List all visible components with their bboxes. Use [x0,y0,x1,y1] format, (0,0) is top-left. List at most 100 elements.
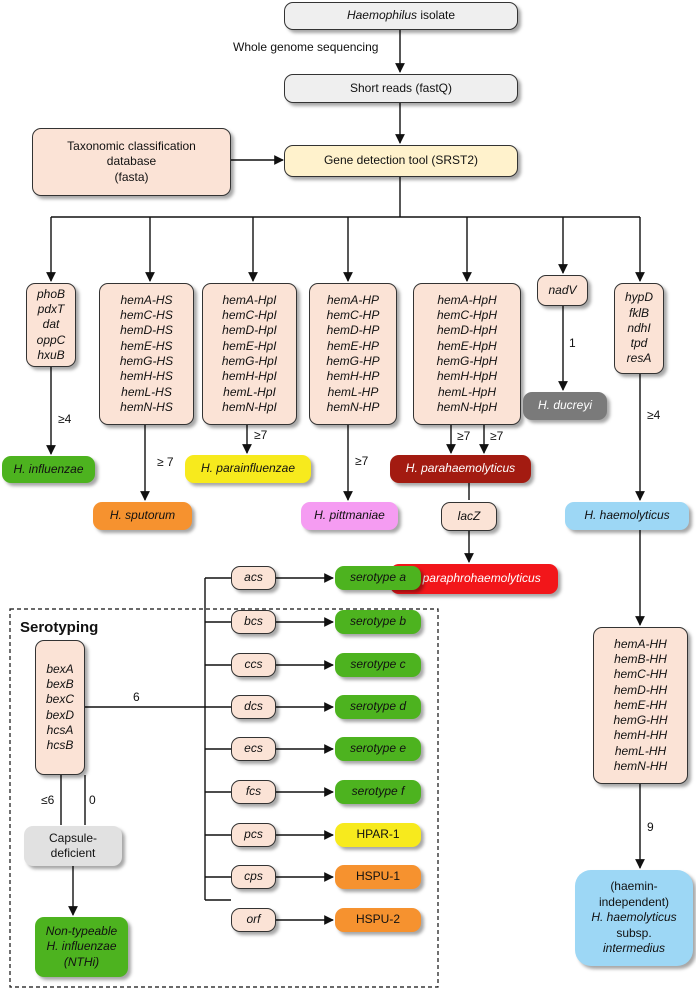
serotype-gene-ecs: ecs [231,737,276,761]
gene-box-pittmaniae: hemA-HP hemC-HP hemD-HP hemE-HP hemG-HP … [309,283,397,425]
serotype-gene-fcs: fcs [231,780,276,804]
capsule-line-1: Capsule- [48,830,98,845]
species-parahaemolyticus: H. parahaemolyticus [390,455,531,483]
gene-box-haemolyticus: hypD fklB ndhI tpd resA [614,283,664,374]
species-haemolyticus: H. haemolyticus [565,502,689,530]
gene-name: hemD-HP [326,323,380,338]
gene-name: hemA-HpI [222,292,277,307]
serotype-gene-dcs: dcs [231,695,276,719]
gene-name: hemN-HP [326,399,380,414]
gene-name: hemC-HS [120,308,173,323]
gene-name: hemL-HS [121,384,172,399]
gene-name: dat [42,317,60,332]
isolate-genus: Haemophilus [346,8,417,23]
serotype-result-hpar-1: HPAR-1 [335,823,421,847]
serotyping-title: Serotyping [20,619,99,636]
isolate-label: isolate [417,8,456,23]
species-sputorum: H. sputorum [93,502,192,530]
serotype-result-e: serotype e [335,737,421,761]
capsule-line-2: deficient [50,846,96,860]
edge-label-parainfluenzae: ≥7 [254,428,268,442]
gene-name: ndhI [627,320,651,335]
serotype-result-b: serotype b [335,610,421,634]
gene-name: oppC [36,332,66,347]
serotype-gene-cps: cps [231,865,276,889]
gene-name: hemN-HS [120,399,173,414]
gene-box-parainfluenzae: hemA-HpI hemC-HpI hemD-HpI hemE-HpI hemG… [202,283,297,425]
gene-name: hemL-HpH [437,384,497,399]
serotype-gene-orf: orf [231,908,276,932]
species-intermedius: (haemin- independent) H. haemolyticus su… [575,870,693,966]
intermedius-line-5: intermedius [602,941,666,956]
edge-label-capsule-a: ≤6 [41,793,55,807]
gene-name: hcsB [46,738,74,753]
gene-name: hemB-HH [614,651,667,666]
intermedius-line-3: H. haemolyticus [591,910,677,925]
nthi-line-2: H. influenzae [46,939,117,954]
gene-name: hemE-HH [614,697,667,712]
edge-label-pittmaniae: ≥7 [355,454,369,468]
gene-detection-tool-box: Gene detection tool (SRST2) [284,145,518,177]
serotype-result-d: serotype d [335,695,421,719]
isolate-box: Haemophilus isolate [284,2,518,30]
gene-name: lacZ [457,508,481,523]
edge-label-parahaemolyticus-b: ≥7 [490,429,504,443]
gene-name: hemD-HS [120,323,173,338]
nthi-line-3: (NTHi) [63,954,100,969]
capsule-deficient-box: Capsule- deficient [24,826,122,866]
serotype-gene-ccs: ccs [231,653,276,677]
gene-box-influenzae: phoB pdxT dat oppC hxuB [26,283,76,367]
edge-label-intermedius: 9 [647,820,654,834]
serotype-result-a: serotype a [335,566,421,590]
gene-name: hemE-HS [120,338,173,353]
taxonomic-database-box: Taxonomic classification database (fasta… [32,128,231,196]
gene-name: hemN-HH [613,759,668,774]
species-ducreyi: H. ducreyi [523,392,607,420]
gene-name: hemN-HpH [436,399,497,414]
gene-name: hemH-HpI [222,369,277,384]
gene-name: hemG-HS [119,354,174,368]
serotype-result-c: serotype c [335,653,421,677]
edge-label-ducreyi: 1 [569,336,576,350]
nthi-box: Non-typeable H. influenzae (NTHi) [35,917,128,977]
serotype-gene-pcs: pcs [231,823,276,847]
gene-name: hemC-HpI [222,308,277,323]
serotype-gene-acs: acs [231,566,276,590]
intermedius-line-2: independent) [598,894,670,909]
serotype-result-hspu-1: HSPU-1 [335,865,421,889]
gene-box-intermedius: hemA-HH hemB-HH hemC-HH hemD-HH hemE-HH … [593,627,688,784]
gene-name: hemA-HpH [437,292,497,307]
gene-name: resA [626,351,652,366]
gene-name: hemG-HpH [436,354,498,368]
edge-label-serotype: 6 [133,690,140,704]
gene-name: hemN-HpI [222,399,277,414]
gene-name: hemG-HpI [221,354,278,368]
short-reads-box: Short reads (fastQ) [284,74,518,103]
gene-name: hemH-HpH [436,369,497,384]
edge-label-haemolyticus: ≥4 [647,408,661,422]
gene-name: hemH-HH [613,728,668,743]
gene-name: pdxT [37,302,65,317]
gene-box-lacz: lacZ [441,502,497,531]
gene-name: hypD [624,290,653,305]
gene-name: hemH-HP [326,369,380,384]
gene-box-sputorum: hemA-HS hemC-HS hemD-HS hemE-HS hemG-HS … [99,283,194,425]
taxonomic-db-line-1: Taxonomic classification [67,138,196,153]
gene-name: hemH-HS [120,369,173,384]
species-pittmaniae: H. pittmaniae [301,502,398,530]
intermedius-line-1: (haemin- [610,879,658,894]
gene-name: hemC-HpH [436,308,497,323]
gene-name: hemE-HpI [222,338,277,353]
gene-name: hemG-HH [613,713,668,728]
nthi-line-1: Non-typeable [45,923,118,938]
species-influenzae: H. influenzae [2,456,95,483]
gene-name: hemA-HS [120,292,173,307]
gene-name: hcsA [46,722,74,737]
species-parainfluenzae: H. parainfluenzae [185,455,311,483]
gene-name: hxuB [37,347,65,362]
taxonomic-db-line-2: database [106,154,157,169]
serotype-result-f: serotype f [335,780,421,804]
gene-name: hemC-HP [326,308,380,323]
gene-name: hemE-HpH [437,338,497,353]
serotype-result-hspu-2: HSPU-2 [335,908,421,932]
